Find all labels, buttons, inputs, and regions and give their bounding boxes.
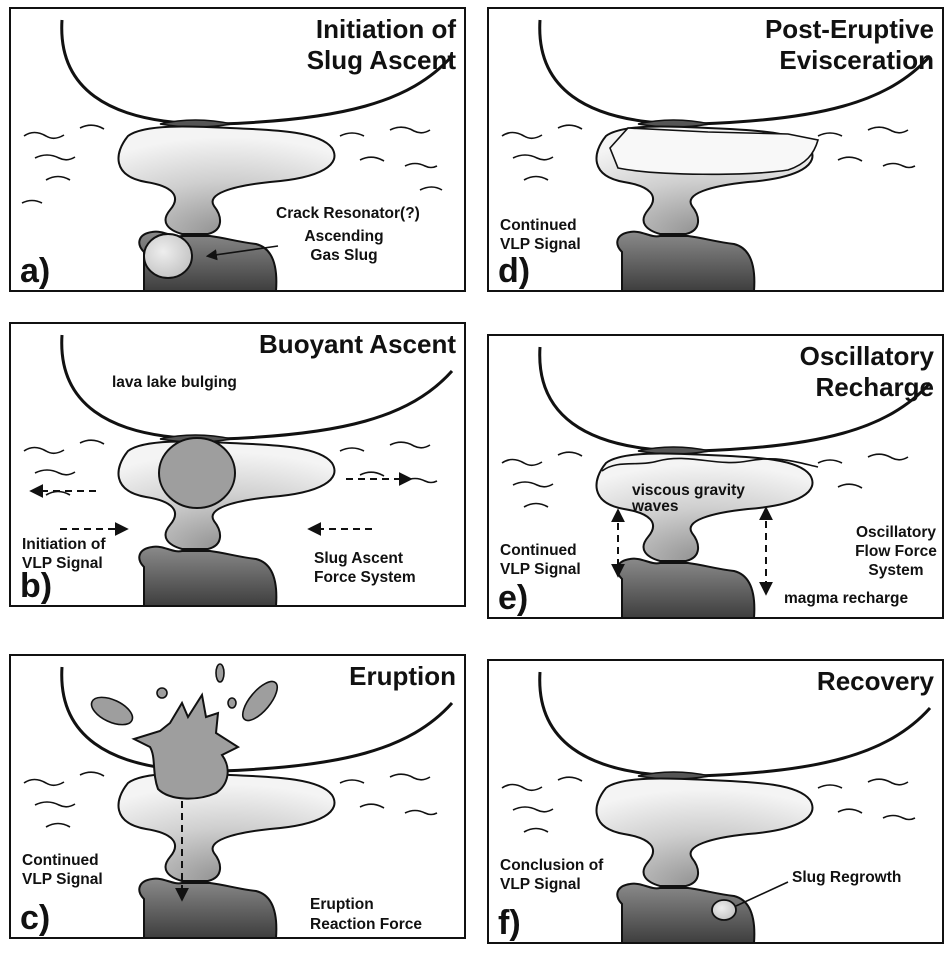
ejecta-fragment bbox=[215, 663, 225, 683]
label-line: Oscillatory bbox=[856, 524, 936, 541]
panel-title-line-1: Post-Eruptive bbox=[765, 14, 934, 44]
label-line: Reaction Force bbox=[310, 916, 422, 933]
lava-reservoir bbox=[117, 125, 336, 235]
wavy-lake-surface bbox=[601, 457, 819, 472]
oscillation-arrows bbox=[611, 506, 773, 596]
ejecta-fragments bbox=[90, 663, 279, 726]
label-magma-recharge: magma recharge bbox=[784, 590, 908, 607]
ascending-gas-slug bbox=[143, 233, 193, 279]
panel-f: Recovery Conclusion of VLP Signal Slug Re… bbox=[487, 659, 944, 944]
label-line: VLP Signal bbox=[500, 561, 581, 578]
ejecta-fragment bbox=[90, 696, 134, 726]
lava-reservoir bbox=[595, 452, 814, 562]
label-line: VLP Signal bbox=[22, 555, 103, 572]
label-line: waves bbox=[631, 498, 679, 515]
panel-letter: a) bbox=[20, 252, 50, 290]
label-line: Slug Regrowth bbox=[792, 869, 901, 886]
panel-letter: d) bbox=[498, 252, 530, 290]
label-line: Continued bbox=[500, 542, 577, 559]
magma-conduit bbox=[138, 877, 278, 939]
panel-letter: b) bbox=[20, 567, 52, 605]
label-line: Conclusion of bbox=[500, 857, 604, 874]
label-line: Force System bbox=[314, 569, 416, 586]
label-line: Slug Ascent bbox=[314, 550, 403, 567]
lake-rock-waves bbox=[501, 776, 916, 833]
regrowing-slug bbox=[711, 899, 737, 921]
drained-cavity bbox=[609, 127, 820, 176]
label-slug-regrowth: Slug Regrowth bbox=[792, 869, 901, 886]
label-line: Gas Slug bbox=[310, 247, 377, 264]
magma-conduit bbox=[138, 545, 278, 607]
ejecta-fragment bbox=[156, 687, 168, 699]
label-line: VLP Signal bbox=[500, 236, 581, 253]
bursting-slug bbox=[131, 692, 241, 800]
panel-letter: c) bbox=[20, 899, 50, 937]
panel-letter: f) bbox=[498, 904, 521, 942]
magma-conduit bbox=[616, 230, 756, 292]
label-line: Ascending bbox=[304, 228, 383, 245]
label-initiation-vlp: Initiation of VLP Signal bbox=[22, 536, 106, 572]
lake-rock-waves bbox=[21, 124, 443, 204]
label-line: viscous gravity bbox=[632, 482, 745, 499]
panel-title-line-1: Buoyant Ascent bbox=[259, 329, 456, 359]
label-crack-resonator: Crack Resonator(?) bbox=[276, 205, 420, 222]
force-arrows bbox=[29, 472, 413, 536]
panel-title: Eruption bbox=[349, 661, 456, 691]
label-line: Eruption bbox=[310, 896, 374, 913]
lake-rock-waves bbox=[501, 124, 916, 181]
ejecta-fragment bbox=[241, 680, 279, 722]
label-line: Flow Force bbox=[855, 543, 937, 560]
panel-title-line-2: Evisceration bbox=[779, 45, 934, 75]
lava-reservoir bbox=[117, 772, 336, 882]
panel-title-line-1: Initiation of bbox=[316, 14, 456, 44]
panel-title-line-2: Slug Ascent bbox=[307, 45, 457, 75]
panel-title-line-1: Eruption bbox=[349, 661, 456, 691]
label-line: System bbox=[868, 562, 923, 579]
regrowth-pointer-line bbox=[735, 881, 789, 907]
label-line: lava lake bulging bbox=[112, 374, 237, 391]
lake-rock-waves bbox=[501, 451, 909, 508]
label-lava-lake-bulging: lava lake bulging bbox=[112, 374, 237, 391]
lava-reservoir bbox=[595, 777, 814, 887]
label-line: VLP Signal bbox=[22, 871, 103, 888]
label-line: Crack Resonator(?) bbox=[276, 205, 420, 222]
panel-title-line-2: Recharge bbox=[816, 372, 935, 402]
label-line: Initiation of bbox=[22, 536, 106, 553]
label-line: Continued bbox=[22, 852, 99, 869]
label-line: VLP Signal bbox=[500, 876, 581, 893]
label-conclusion-vlp: Conclusion of VLP Signal bbox=[500, 857, 604, 893]
slug-pointer-line bbox=[205, 245, 279, 261]
rising-gas-slug bbox=[158, 437, 236, 509]
panel-letter: e) bbox=[498, 579, 528, 617]
panel-title: Buoyant Ascent bbox=[259, 329, 456, 359]
lake-rock-waves bbox=[23, 771, 438, 828]
panel-b: Buoyant Ascent lava lake bulging Initiat… bbox=[9, 322, 466, 607]
panel-title: Recovery bbox=[817, 666, 935, 696]
panel-title-line-1: Oscillatory bbox=[800, 341, 935, 371]
panel-title-line-1: Recovery bbox=[817, 666, 935, 696]
label-line: Continued bbox=[500, 217, 577, 234]
label-line: magma recharge bbox=[784, 590, 908, 607]
ejecta-fragment bbox=[227, 697, 237, 709]
magma-conduit bbox=[616, 882, 756, 944]
